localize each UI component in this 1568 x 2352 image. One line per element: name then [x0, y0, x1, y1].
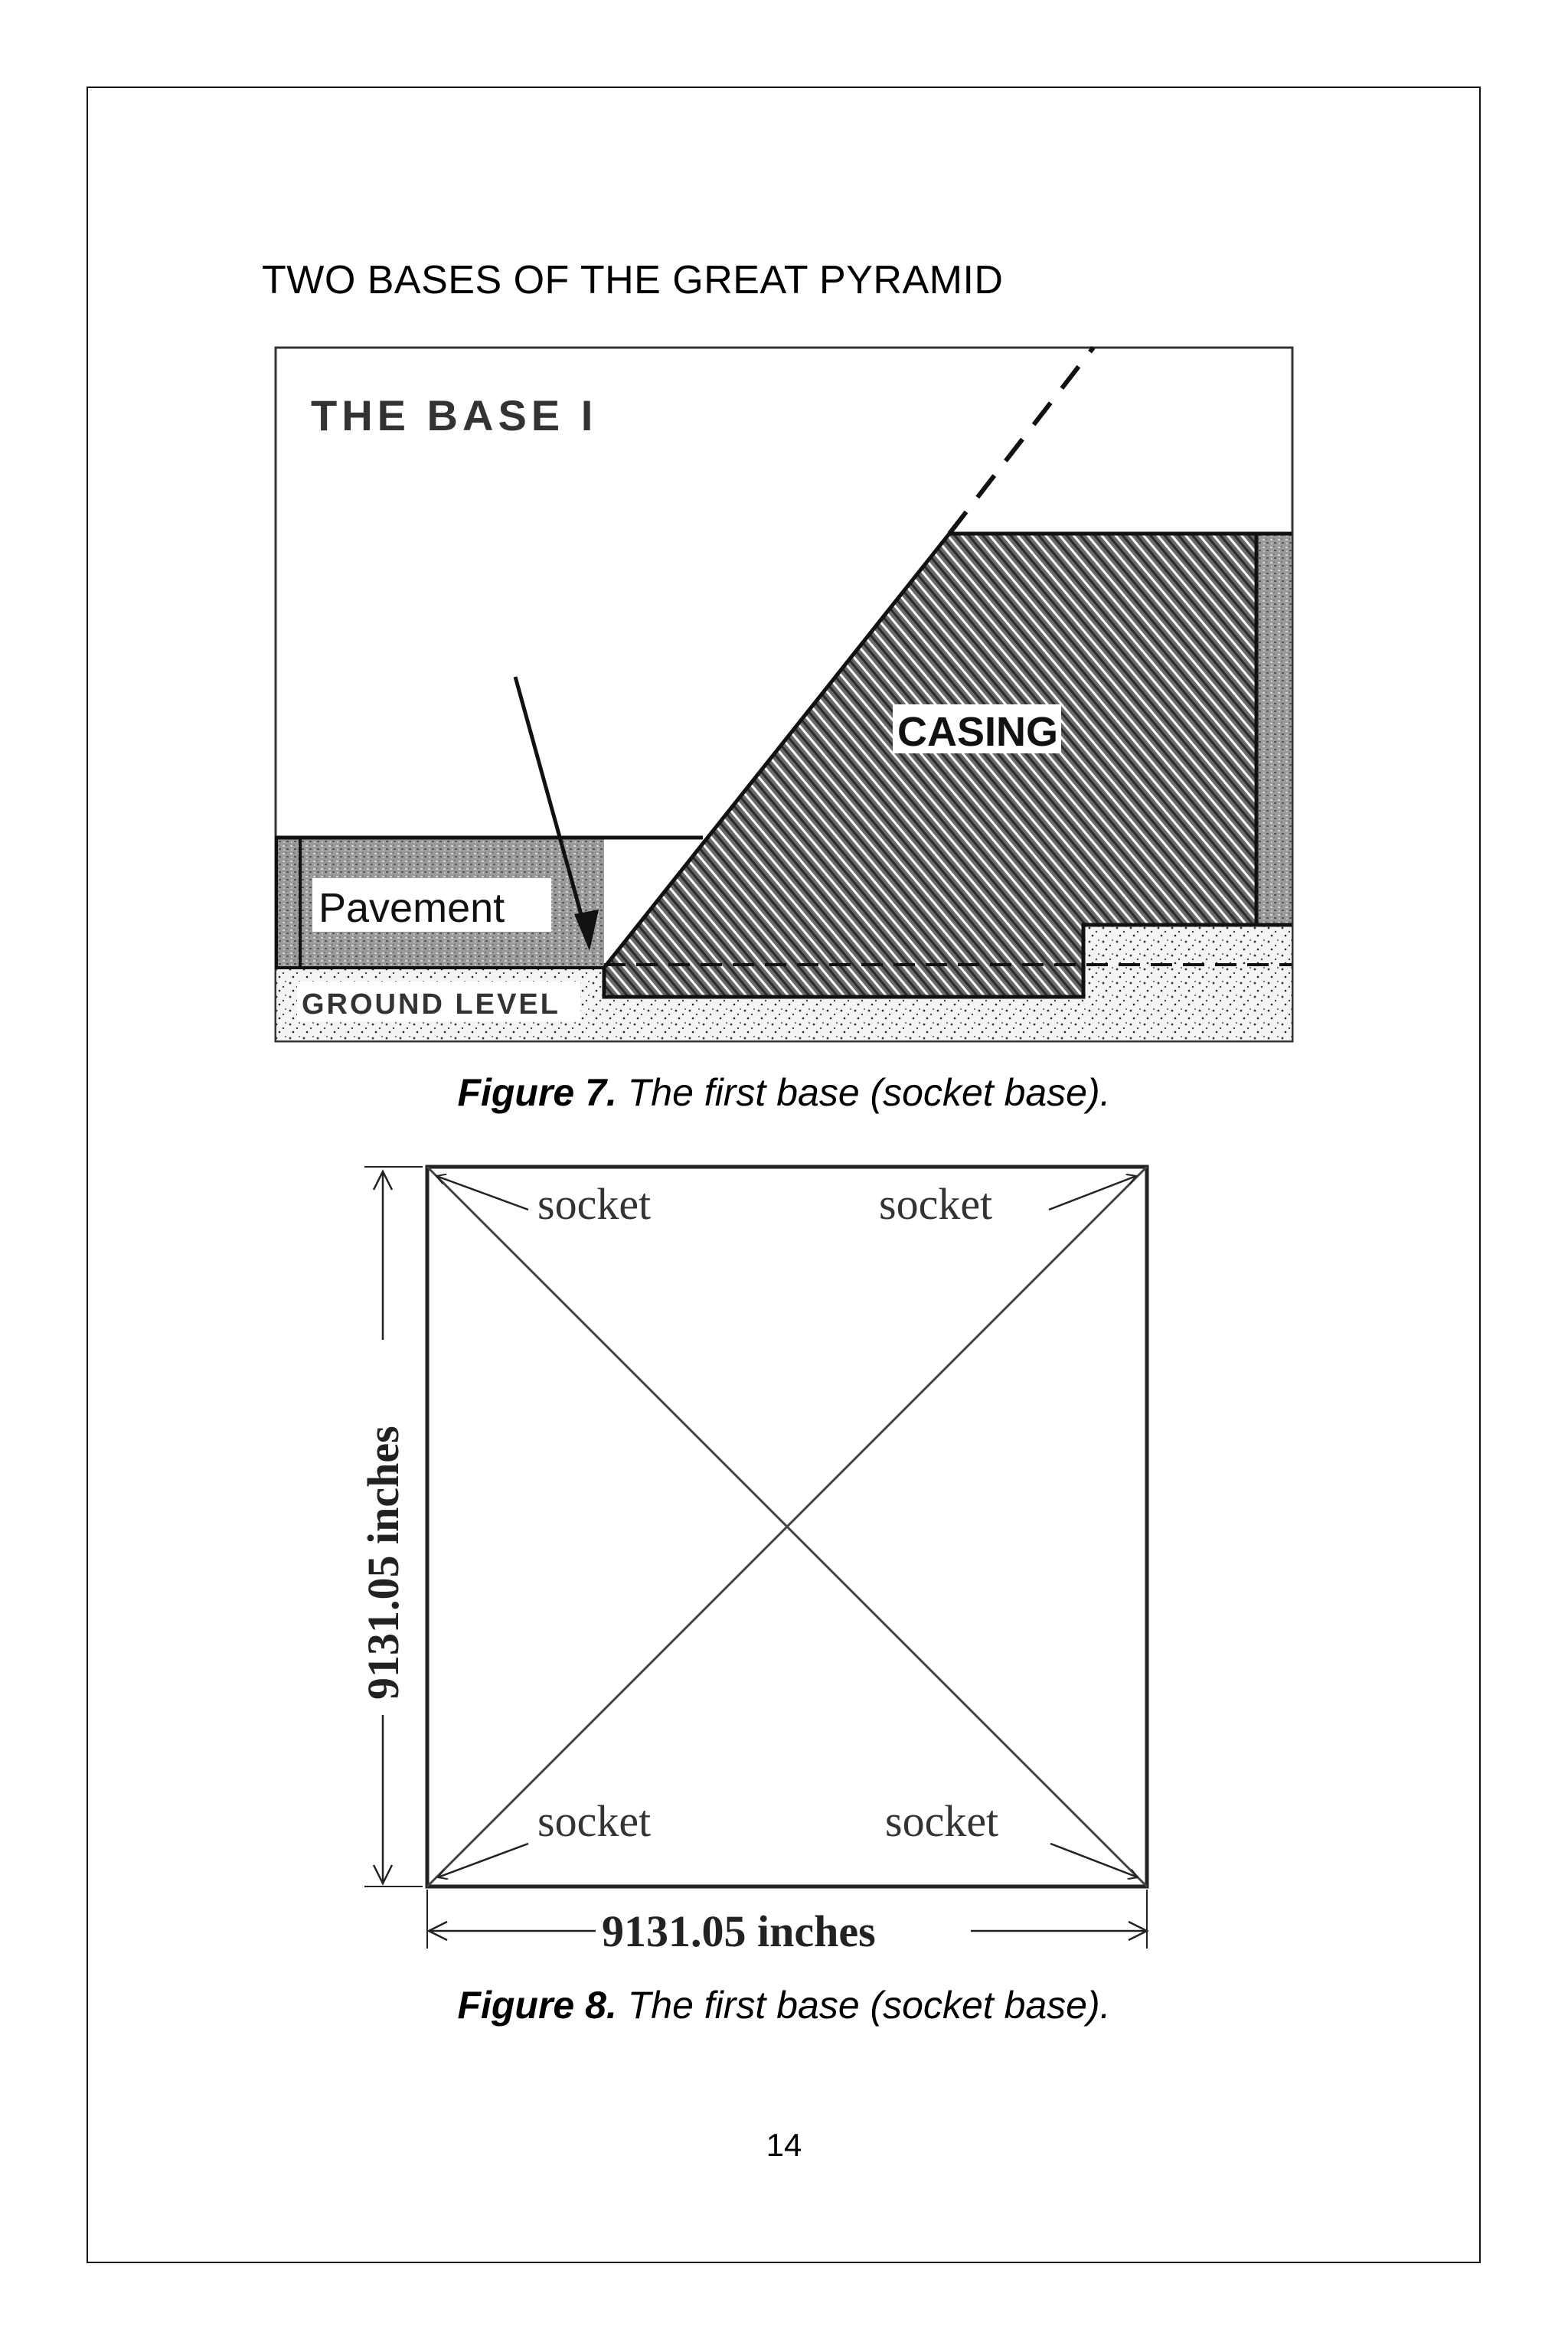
socket-label-top-left: socket [537, 1179, 651, 1229]
diagonal-2 [426, 1165, 1148, 1888]
figure-8-number: Figure 8. [457, 1984, 617, 2027]
base-square [425, 1165, 1149, 1889]
figure-7-heading: THE BASE I [311, 391, 597, 439]
side-dimension-label: 9131.05 inches [358, 1426, 408, 1700]
figure-8-caption-text: The first base (socket base). [616, 1984, 1111, 2027]
casing-block [602, 531, 1259, 999]
pavement-label: Pavement [318, 885, 505, 931]
figure-8-diagram: socket socket socket socket 9131.05 inch… [358, 1165, 1149, 1956]
figure-7-diagram: CASING Pavement GROUND LEVEL THE BASE I [274, 346, 1294, 1043]
pointer-arrow [513, 676, 592, 946]
figure-7-caption-text: The first base (socket base). [616, 1071, 1111, 1114]
page-number: 14 [766, 2127, 802, 2163]
casing-label: CASING [897, 709, 1058, 755]
figure-8-caption: Figure 8. The first base (socket base). [0, 1983, 1568, 2027]
socket-label-bottom-right: socket [885, 1796, 998, 1846]
pointer-arrowhead [574, 910, 599, 951]
page-title: TWO BASES OF THE GREAT PYRAMID [262, 258, 1004, 302]
bottom-dimension-label: 9131.05 inches [602, 1906, 876, 1956]
socket-label-top-right: socket [879, 1179, 992, 1229]
figure-7-caption: Figure 7. The first base (socket base). [0, 1070, 1568, 1115]
core-masonry [1256, 534, 1292, 925]
page-border [87, 87, 1481, 2263]
ground-right-raised [1083, 925, 1292, 968]
figure-7-number: Figure 7. [457, 1071, 617, 1114]
slope-extension [947, 346, 1096, 535]
ground-level-label: GROUND LEVEL [302, 988, 560, 1021]
socket-label-bottom-left: socket [537, 1796, 651, 1846]
